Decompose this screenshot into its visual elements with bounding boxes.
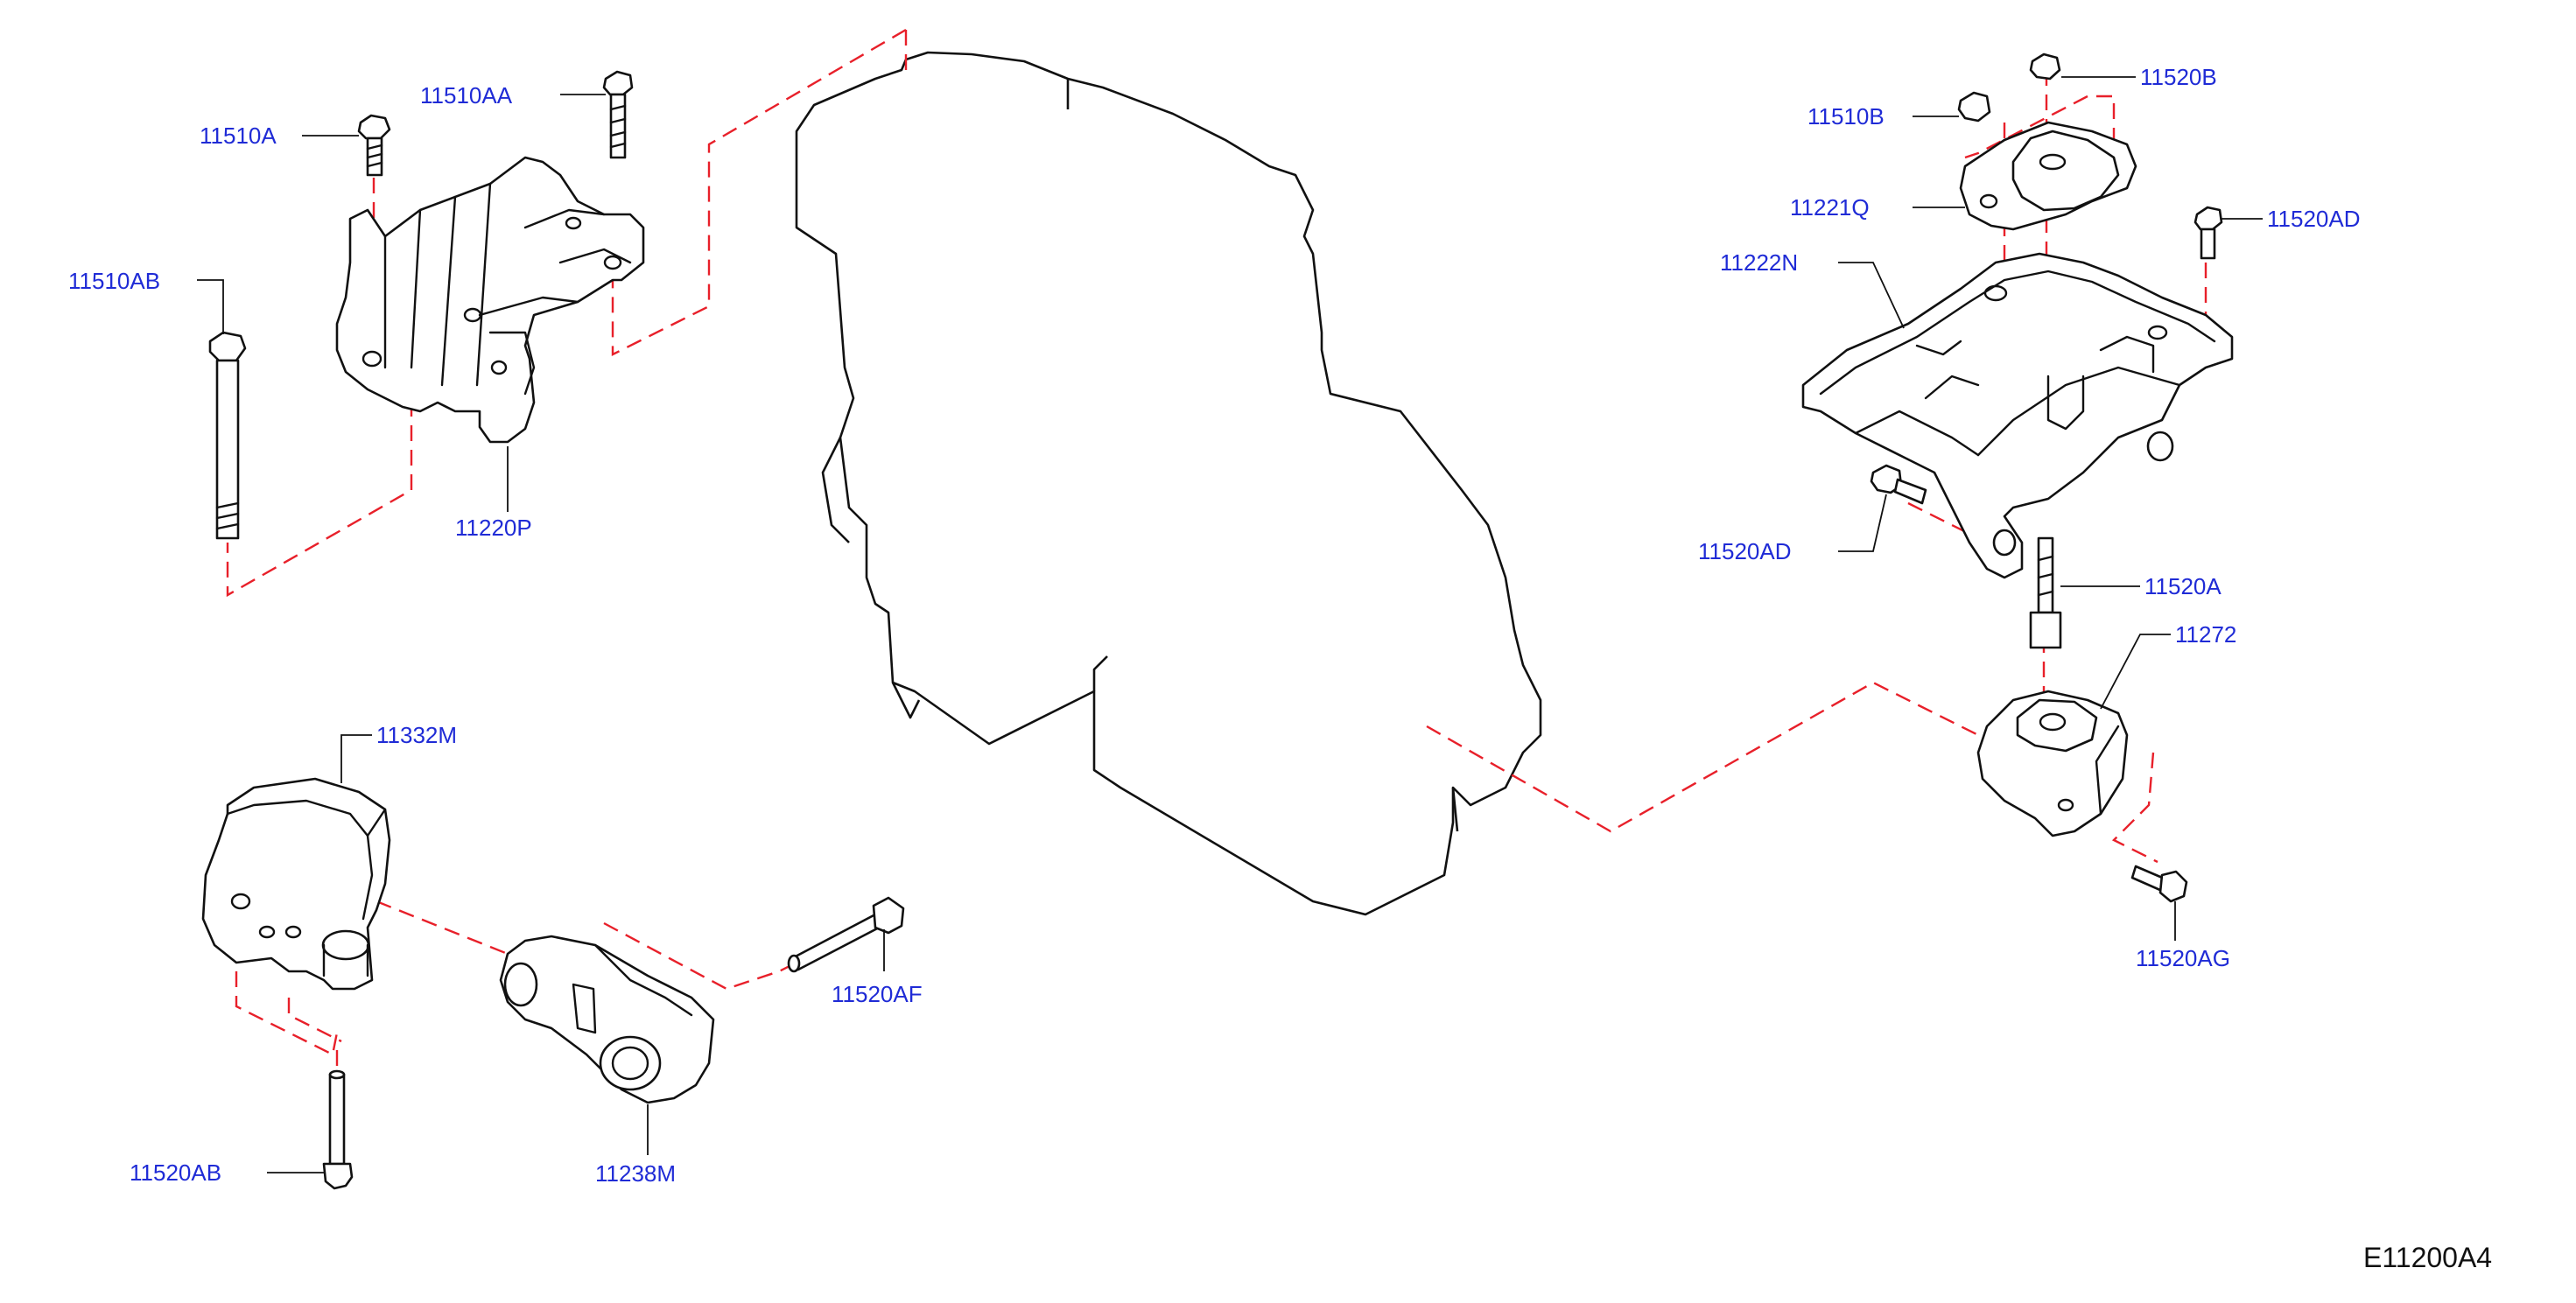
callout-11222N[interactable]: 11222N	[1720, 249, 1798, 276]
engine-outline	[795, 51, 1542, 916]
callout-11520AD-bot[interactable]: 11520AD	[1698, 538, 1792, 564]
bolt-11510A[interactable]	[357, 114, 391, 177]
nut-11520B[interactable]	[2029, 53, 2061, 81]
bracket-11332M[interactable]	[201, 777, 391, 991]
bolt-11520AB[interactable]	[322, 1069, 354, 1190]
callout-11220P[interactable]: 11220P	[455, 515, 532, 541]
callout-11520AD-top[interactable]: 11520AD	[2267, 206, 2361, 232]
callout-11510AB[interactable]: 11510AB	[68, 268, 160, 294]
callout-11520A[interactable]: 11520A	[2144, 573, 2222, 599]
leader-lines	[197, 76, 2263, 1173]
callout-11510A[interactable]: 11510A	[200, 123, 277, 149]
callout-11520AB[interactable]: 11520AB	[130, 1159, 221, 1186]
mount-bracket-11220P[interactable]	[335, 156, 645, 444]
callout-11520B[interactable]: 11520B	[2140, 64, 2217, 90]
torque-rod-11238M[interactable]	[499, 935, 715, 1104]
bolt-11520AD-top[interactable]	[2193, 206, 2223, 260]
diagram-code: E11200A4	[2363, 1242, 2492, 1273]
bolt-11510AA[interactable]	[602, 70, 634, 159]
callout-11221Q[interactable]: 11221Q	[1790, 194, 1870, 221]
bolt-11520AG[interactable]	[2130, 865, 2188, 903]
callout-11238M[interactable]: 11238M	[595, 1160, 676, 1187]
bolt-11520AF[interactable]	[787, 896, 905, 973]
bolt-11520AD-bot[interactable]	[1870, 464, 1927, 505]
callout-11510B[interactable]: 11510B	[1807, 103, 1885, 130]
bracket-11272[interactable]	[1976, 690, 2129, 837]
nut-11510B[interactable]	[1957, 91, 1991, 123]
mount-pad-11221Q[interactable]	[1959, 121, 2137, 231]
callout-11520AF[interactable]: 11520AF	[832, 981, 923, 1007]
bracket-11222N[interactable]	[1801, 252, 2234, 579]
callout-11520AG[interactable]: 11520AG	[2136, 945, 2230, 971]
callout-11510AA[interactable]: 11510AA	[420, 82, 513, 109]
callout-11272[interactable]: 11272	[2175, 621, 2236, 648]
callout-11332M[interactable]: 11332M	[376, 722, 457, 748]
stud-11520A[interactable]	[2029, 536, 2062, 649]
bolt-11510AB[interactable]	[208, 331, 247, 540]
callout-labels: 11510A 11510AA 11510AB 11220P 11332M 115…	[68, 64, 2361, 1187]
